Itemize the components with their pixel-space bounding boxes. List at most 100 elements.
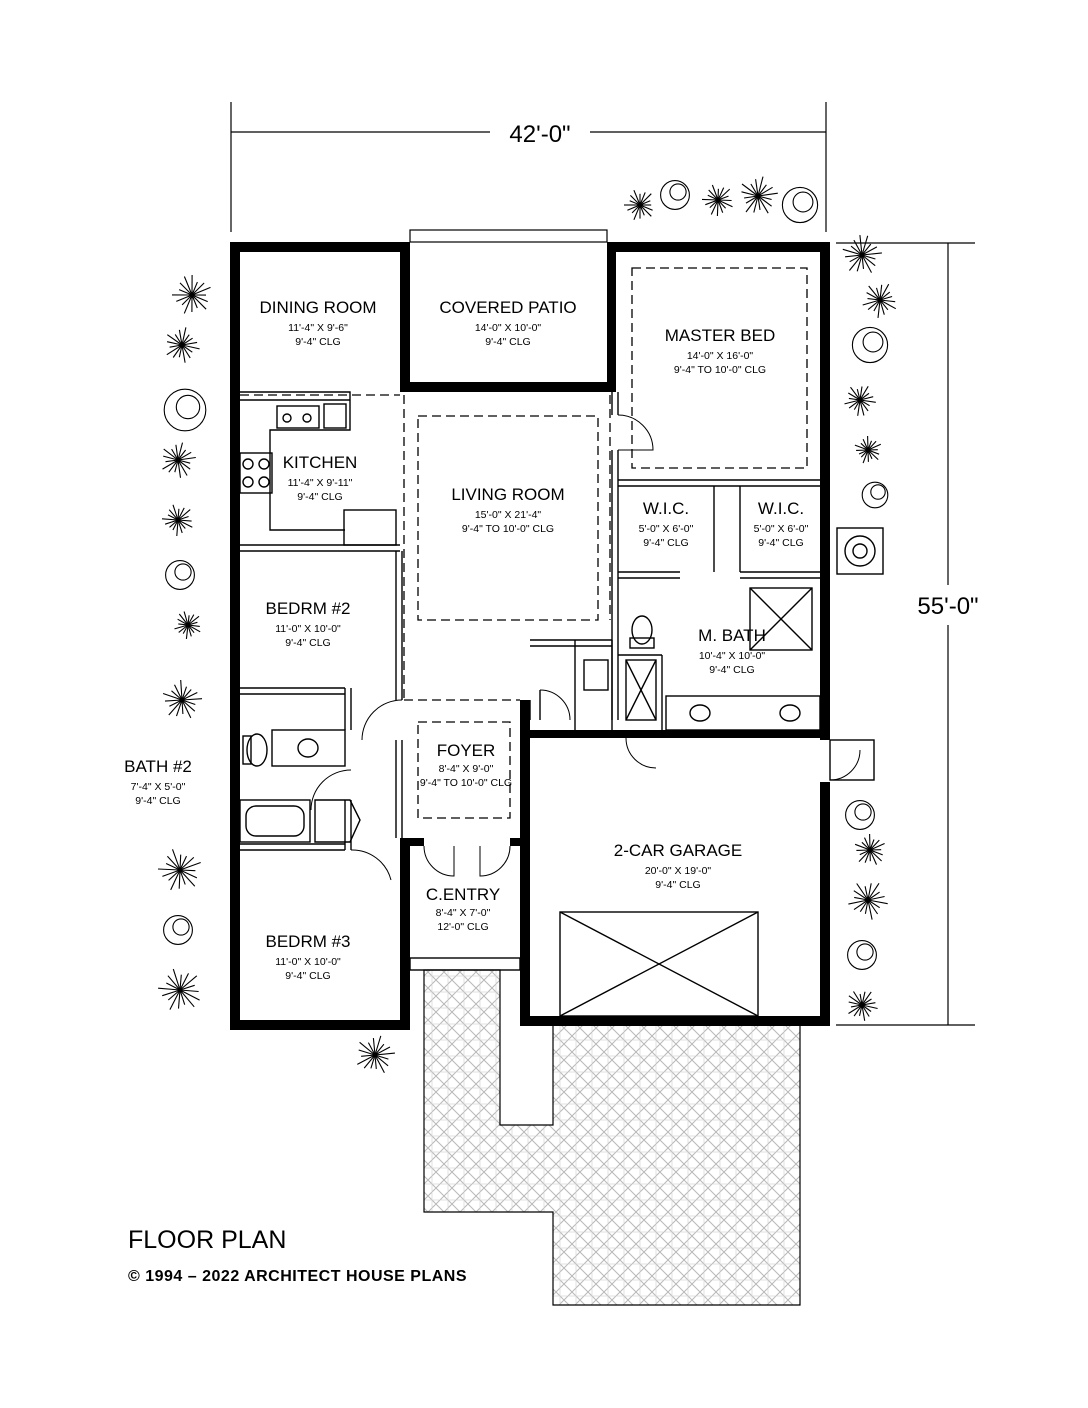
shrub-icon — [163, 388, 207, 432]
copyright-notice: © 1994 – 2022 ARCHITECT HOUSE PLANS — [128, 1268, 467, 1285]
shrub-icon — [660, 180, 690, 210]
room-name: DINING ROOM — [259, 298, 376, 317]
room-size: 11'-4" X 9'-6" — [288, 322, 348, 334]
shrub-icon — [171, 274, 211, 314]
room-name: W.I.C. — [758, 499, 804, 518]
depth-dimension: 55'-0" — [836, 242, 979, 1026]
patio-beam — [409, 229, 608, 243]
ac-unit-icon — [836, 527, 884, 575]
shrub-icon — [165, 560, 195, 590]
room-ceiling: 9'-4" CLG — [643, 537, 688, 549]
room-name: 2-CAR GARAGE — [614, 841, 742, 860]
room-wic-left: W.I.C. 5'-0" X 6'-0" 9'-4" CLG — [639, 499, 694, 549]
room-size: 10'-4" X 10'-0" — [699, 650, 766, 662]
room-size: 5'-0" X 6'-0" — [754, 523, 809, 535]
width-dimension: 42'-0" — [230, 102, 827, 232]
room-size: 15'-0" X 21'-4" — [475, 509, 542, 521]
room-size: 20'-0" X 19'-0" — [645, 865, 712, 877]
room-name: LIVING ROOM — [451, 485, 564, 504]
room-bedroom-3: BEDRM #3 11'-0" X 10'-0" 9'-4" CLG — [265, 932, 350, 982]
room-ceiling: 9'-4" CLG — [295, 336, 340, 348]
room-name: FOYER — [437, 741, 496, 760]
shrub-icon — [157, 849, 201, 891]
shrub-icon — [162, 679, 203, 719]
shrub-icon — [166, 327, 200, 363]
room-size: 14'-0" X 10'-0" — [475, 322, 542, 334]
room-ceiling: 9'-4" CLG — [285, 970, 330, 982]
exterior-walls — [230, 242, 830, 1030]
room-name: BATH #2 — [124, 757, 192, 776]
room-name: COVERED PATIO — [439, 298, 576, 317]
room-master-bath: M. BATH 10'-4" X 10'-0" 9'-4" CLG — [698, 626, 766, 676]
room-living: LIVING ROOM 15'-0" X 21'-4" 9'-4" TO 10'… — [451, 485, 564, 535]
room-name: M. BATH — [698, 626, 766, 645]
shrub-icon — [851, 326, 889, 364]
room-ceiling: 9'-4" TO 10'-0" CLG — [462, 523, 554, 535]
room-ceiling: 9'-4" CLG — [297, 491, 342, 503]
shrub-icon — [854, 435, 882, 464]
shrub-icon — [861, 481, 889, 509]
shrub-icon — [862, 283, 897, 318]
room-ceiling: 9'-4" CLG — [285, 637, 330, 649]
room-name: BEDRM #2 — [265, 599, 350, 618]
shrub-icon — [741, 176, 778, 214]
room-ceiling: 12'-0" CLG — [437, 921, 488, 933]
room-bedroom-2: BEDRM #2 11'-0" X 10'-0" 9'-4" CLG — [265, 599, 350, 649]
bath2-fixtures — [239, 729, 361, 843]
room-wic-right: W.I.C. 5'-0" X 6'-0" 9'-4" CLG — [754, 499, 809, 549]
room-bath-2: BATH #2 7'-4" X 5'-0" 9'-4" CLG — [124, 757, 192, 807]
room-ceiling: 9'-4" CLG — [485, 336, 530, 348]
shrub-icon — [848, 991, 878, 1021]
master-bath-fixtures — [583, 587, 821, 731]
shrub-icon — [844, 386, 876, 416]
room-name: BEDRM #3 — [265, 932, 350, 951]
room-name: KITCHEN — [283, 453, 358, 472]
shrub-icon — [842, 235, 882, 273]
room-size: 11'-0" X 10'-0" — [275, 623, 341, 635]
kitchen-fixtures — [239, 391, 397, 546]
room-size: 11'-4" X 9'-11" — [288, 477, 353, 489]
room-name: C.ENTRY — [426, 885, 500, 904]
shrub-icon — [624, 189, 653, 221]
plan-title: FLOOR PLAN — [128, 1226, 286, 1254]
room-dining: DINING ROOM 11'-4" X 9'-6" 9'-4" CLG — [259, 298, 376, 348]
width-dimension-label: 42'-0" — [509, 121, 570, 148]
room-master: MASTER BED 14'-0" X 16'-0" 9'-4" TO 10'-… — [665, 326, 776, 376]
depth-dimension-label: 55'-0" — [917, 593, 978, 620]
room-size: 14'-0" X 16'-0" — [687, 350, 754, 362]
shrub-icon — [701, 184, 733, 217]
room-size: 7'-4" X 5'-0" — [131, 781, 186, 793]
shrub-icon — [162, 442, 196, 478]
room-ceiling: 9'-4" CLG — [709, 664, 754, 676]
room-size: 8'-4" X 7'-0" — [436, 907, 491, 919]
room-ceiling: 9'-4" TO 10'-0" CLG — [674, 364, 766, 376]
room-size: 5'-0" X 6'-0" — [639, 523, 694, 535]
landscape-shrubs — [157, 176, 897, 1073]
room-center-entry: C.ENTRY 8'-4" X 7'-0" 12'-0" CLG — [426, 885, 500, 933]
room-kitchen: KITCHEN 11'-4" X 9'-11" 9'-4" CLG — [283, 453, 358, 503]
shrub-icon — [158, 968, 200, 1010]
shrub-icon — [174, 611, 201, 639]
room-ceiling: 9'-4" TO 10'-0" CLG — [420, 777, 512, 789]
room-patio: COVERED PATIO 14'-0" X 10'-0" 9'-4" CLG — [439, 298, 576, 348]
shrub-icon — [161, 504, 193, 537]
doors — [310, 414, 875, 971]
room-ceiling: 9'-4" CLG — [655, 879, 700, 891]
shrub-icon — [357, 1035, 395, 1073]
room-size: 11'-0" X 10'-0" — [275, 956, 341, 968]
room-ceiling: 9'-4" CLG — [135, 795, 180, 807]
room-foyer: FOYER 8'-4" X 9'-0" 9'-4" TO 10'-0" CLG — [420, 741, 512, 789]
shrub-icon — [781, 186, 819, 224]
ceiling-outlines — [240, 267, 808, 819]
garage-door — [559, 911, 759, 1017]
shrub-icon — [847, 940, 877, 970]
room-garage: 2-CAR GARAGE 20'-0" X 19'-0" 9'-4" CLG — [614, 841, 742, 891]
interior-walls — [240, 392, 820, 851]
shrub-icon — [848, 882, 888, 920]
room-name: W.I.C. — [643, 499, 689, 518]
room-ceiling: 9'-4" CLG — [758, 537, 803, 549]
room-size: 8'-4" X 9'-0" — [439, 763, 494, 775]
shrub-icon — [845, 800, 875, 830]
room-name: MASTER BED — [665, 326, 776, 345]
